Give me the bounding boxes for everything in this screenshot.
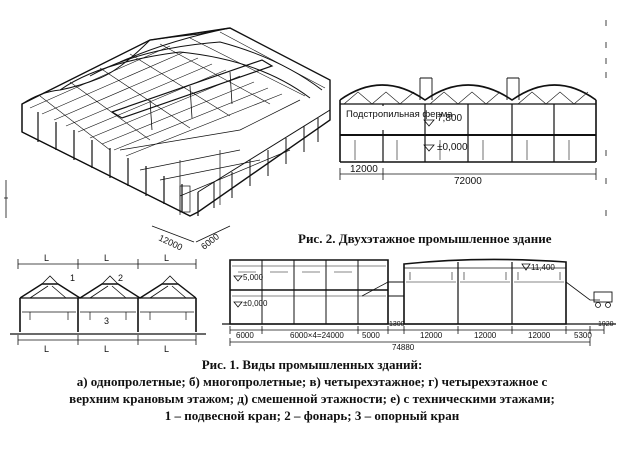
three-span-section-drawing: [4, 180, 206, 345]
fig1-right-dim-2: 6000×4=24000: [290, 331, 344, 340]
fig1-right-dim-total: 74880: [392, 343, 415, 352]
fig1-left-L-6: L: [164, 344, 169, 354]
two-storey-section-drawing: [339, 20, 607, 216]
fig1-left-L-5: L: [104, 344, 109, 354]
fig1-left-marker-2: 2: [118, 273, 123, 283]
fig1-right-elev-upper: 5,000: [243, 273, 264, 282]
fig2-caption: Рис. 2. Двухэтажное промышленное здание: [298, 231, 552, 246]
fig1-right-dim-8: 5300: [574, 331, 592, 340]
truss-label-line: Подстропильная ферма: [346, 109, 453, 120]
fig2-elev-upper: 7,800: [437, 113, 462, 124]
fig1-right-dim-3: 5000: [362, 331, 380, 340]
fig2-elev-lower: ±0,000: [437, 142, 468, 153]
fig1-right-dim-9: 1920: [598, 321, 614, 328]
iso-dim-span: 12000: [157, 233, 184, 253]
fig2-dim-total: 72000: [454, 176, 482, 187]
fig1-left-L-2: L: [104, 253, 109, 263]
fig1-right-dim-1: 6000: [236, 331, 254, 340]
fig1-caption-line-3: верхним крановым этажом; д) смешенной эт…: [69, 391, 555, 406]
fig1-caption-line-1: Рис. 1. Виды промышленных зданий:: [201, 357, 423, 372]
isometric-building-drawing: [21, 27, 331, 243]
fig1-caption: Рис. 1. Виды промышленных зданий: а) одн…: [0, 356, 624, 424]
fig1-right-elev-lower: ±0,000: [243, 299, 268, 308]
fig1-left-L-1: L: [44, 253, 49, 263]
fig1-left-L-4: L: [44, 344, 49, 354]
iso-dim-pitch: 6000: [199, 231, 221, 251]
fig1-left-marker-1: 1: [70, 273, 75, 283]
fig2-dim-left: 12000: [350, 164, 378, 175]
mixed-storey-section-drawing: [222, 258, 616, 346]
fig1-left-marker-3: 3: [104, 316, 109, 326]
fig1-right-elev-high: 11,400: [531, 263, 555, 272]
fig1-caption-line-2: а) однопролетные; б) многопролетные; в) …: [76, 374, 548, 389]
fig1-left-L-3: L: [164, 253, 169, 263]
fig1-caption-line-4: 1 – подвесной кран; 2 – фонарь; 3 – опор…: [164, 408, 460, 423]
fig1-right-dim-6: 12000: [474, 331, 497, 340]
fig1-right-dim-5: 12000: [420, 331, 443, 340]
fig1-right-dim-4: 1300: [389, 321, 405, 328]
fig1-right-dim-7: 12000: [528, 331, 551, 340]
